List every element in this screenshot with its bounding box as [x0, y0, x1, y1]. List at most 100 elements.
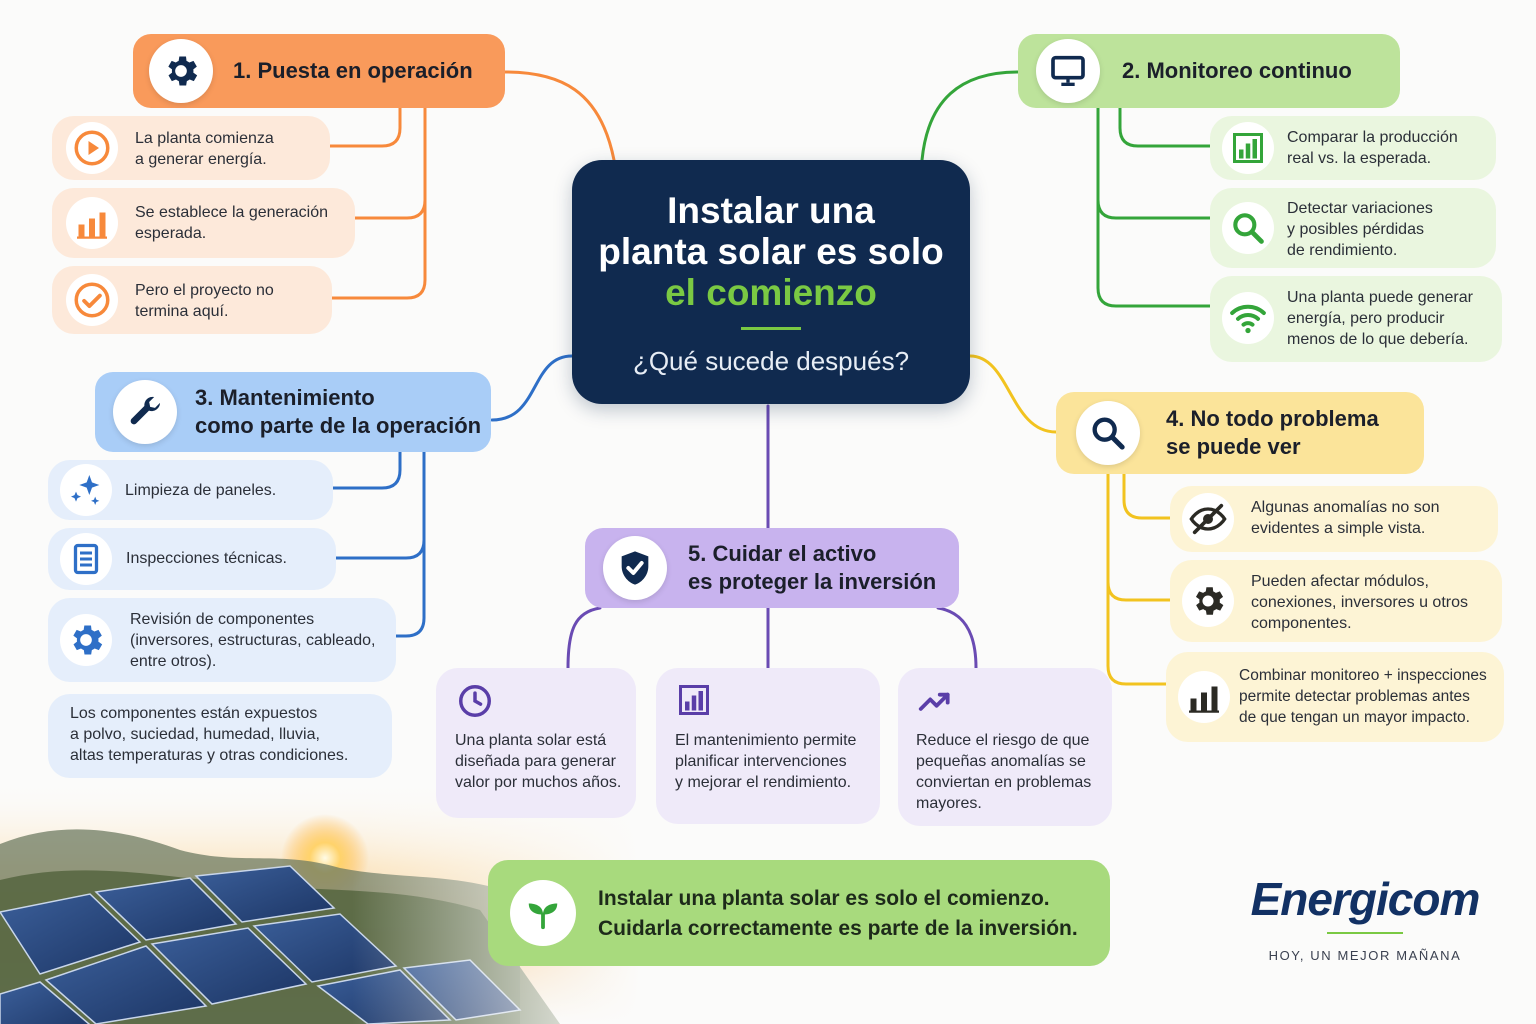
item-text-line: Reduce el riesgo de que	[916, 732, 1090, 749]
section-3-item-2: Inspecciones técnicas.	[48, 528, 336, 590]
section-1-item-3: Pero el proyecto no termina aquí.	[52, 266, 332, 334]
item-text-line: y mejorar el rendimiento.	[675, 774, 852, 791]
section-2-title: 2. Monitoreo continuo	[1122, 58, 1352, 83]
section-5-item-1: Una planta solar está diseñada para gene…	[436, 668, 636, 818]
section-2-item-1: Comparar la producción real vs. la esper…	[1210, 116, 1496, 180]
section-1-item-2: Se establece la generación esperada.	[52, 188, 355, 258]
sparkle-icon	[60, 464, 112, 516]
item-text-line: de rendimiento.	[1287, 242, 1398, 259]
section-2-item-2: Detectar variaciones y posibles pérdidas…	[1210, 188, 1496, 268]
section-1-header: 1. Puesta en operación	[133, 34, 505, 108]
item-text-line: componentes.	[1251, 615, 1352, 632]
connector-s4-center	[968, 354, 1058, 434]
item-text-line: conviertan en problemas	[916, 774, 1092, 791]
central-subtitle: ¿Qué sucede después?	[632, 346, 910, 376]
item-text-line: real vs. la esperada.	[1287, 150, 1432, 167]
banner-line-2: Cuidarla correctamente es parte de la in…	[598, 917, 1078, 940]
section-4-title-line-1: 4. No todo problema	[1166, 406, 1379, 431]
gear-icon	[1182, 575, 1234, 627]
connector-s4-item3	[1106, 580, 1168, 686]
eye-off-icon	[1182, 493, 1234, 545]
item-text-line: Detectar variaciones	[1287, 200, 1433, 217]
central-topic: Instalar una planta solar es solo el com…	[572, 160, 970, 404]
connector-s1-item1	[328, 106, 402, 148]
gear-icon	[149, 39, 213, 103]
connector-s1-center	[503, 70, 616, 162]
brand-divider	[1327, 932, 1403, 934]
section-1-item-1: La planta comienza a generar energía.	[52, 116, 330, 180]
item-text-line: Una planta puede generar	[1287, 289, 1473, 306]
section-2-header: 2. Monitoreo continuo	[1018, 34, 1400, 108]
section-3-title-line-2: como parte de la operación	[195, 413, 482, 438]
section-5-header: 5. Cuidar el activo es proteger la inver…	[585, 528, 959, 608]
item-text-line: y posibles pérdidas	[1287, 221, 1424, 238]
section-4-header: 4. No todo problema se puede ver	[1056, 392, 1424, 474]
central-divider	[741, 327, 801, 330]
item-text-line: Inspecciones técnicas.	[126, 550, 287, 567]
item-text-line: El mantenimiento permite	[675, 732, 857, 749]
item-text-line: Se establece la generación	[135, 204, 329, 221]
item-text-line: Limpieza de paneles.	[125, 482, 277, 499]
section-4-item-1: Algunas anomalías no son evidentes a sim…	[1170, 486, 1498, 552]
item-text-line: Pueden afectar módulos,	[1251, 573, 1429, 590]
connector-s5-item3	[936, 606, 978, 670]
item-text-line: menos de lo que debería.	[1287, 331, 1469, 348]
clock-icon	[456, 682, 494, 726]
central-title-highlight: el comienzo	[665, 272, 877, 313]
connector-s3-item3	[394, 538, 426, 638]
item-text-line: energía, pero producir	[1287, 310, 1445, 327]
section-3-header: 3. Mantenimiento como parte de la operac…	[95, 372, 491, 452]
central-title-line-1: Instalar una	[667, 190, 875, 231]
item-text-line: (inversores, estructuras, cableado,	[130, 632, 376, 649]
section-3-item-3: Revisión de componentes (inversores, est…	[48, 598, 396, 682]
brand-logo: Energicom HOY, UN MEJOR MAÑANA	[1230, 872, 1500, 982]
bar-chart-icon	[1222, 122, 1274, 174]
connector-s4-item2	[1106, 472, 1172, 602]
item-text-line: a generar energía.	[135, 151, 267, 168]
conclusion-banner: Instalar una planta solar es solo el com…	[488, 860, 1110, 966]
section-4-item-3: Combinar monitoreo + inspecciones permit…	[1166, 652, 1504, 742]
item-text-line: Una planta solar está	[455, 732, 607, 749]
note-text-line: altas temperaturas y otras condiciones.	[70, 747, 349, 764]
search-icon	[1222, 202, 1274, 254]
item-text-line: diseñada para generar	[455, 753, 617, 770]
banner-line-1: Instalar una planta solar es solo el com…	[598, 887, 1050, 910]
section-5-title-line-2: es proteger la inversión	[688, 569, 937, 594]
section-4-title-line-2: se puede ver	[1166, 434, 1301, 459]
item-text-line: Algunas anomalías no son	[1251, 499, 1440, 516]
connector-s3-item2	[334, 450, 426, 560]
item-text-line: mayores.	[916, 795, 982, 812]
item-text-line: entre otros).	[130, 653, 217, 670]
connector-s2-item1	[1118, 106, 1212, 148]
connector-s1-item3	[330, 198, 427, 300]
section-1-title: 1. Puesta en operación	[233, 58, 473, 83]
item-text-line: termina aquí.	[135, 303, 229, 320]
item-text-line: Revisión de componentes	[130, 611, 315, 628]
item-text-line: permite detectar problemas antes	[1239, 688, 1470, 705]
item-text-line: Combinar monitoreo + inspecciones	[1239, 667, 1487, 684]
sprout-icon	[510, 880, 576, 946]
item-text-line: planificar intervenciones	[675, 753, 847, 770]
play-icon	[66, 122, 118, 174]
gear-icon	[60, 614, 112, 666]
section-5-item-2: El mantenimiento permite planificar inte…	[656, 668, 880, 824]
connector-s4-item1	[1122, 472, 1172, 520]
item-text-line: esperada.	[135, 225, 207, 242]
connector-s5-item1	[566, 606, 602, 670]
item-text-line: pequeñas anomalías se	[916, 753, 1086, 770]
search-icon	[1076, 401, 1140, 465]
connector-s2-center	[920, 70, 1020, 162]
item-text-line: valor por muchos años.	[455, 774, 622, 791]
note-text-line: a polvo, suciedad, humedad, lluvia,	[70, 726, 320, 743]
bar-chart-icon	[1178, 671, 1230, 723]
monitor-icon	[1036, 39, 1100, 103]
item-text-line: Pero el proyecto no	[135, 282, 274, 299]
item-text-line: Comparar la producción	[1287, 129, 1458, 146]
item-text-line: conexiones, inversores u otros	[1251, 594, 1468, 611]
item-text-line: La planta comienza	[135, 130, 274, 147]
brand-name: Energicom	[1250, 873, 1481, 925]
central-title: Instalar una planta solar es solo el com…	[572, 190, 970, 313]
section-4-item-2: Pueden afectar módulos, conexiones, inve…	[1170, 560, 1502, 642]
section-3-item-1: Limpieza de paneles.	[48, 460, 333, 520]
